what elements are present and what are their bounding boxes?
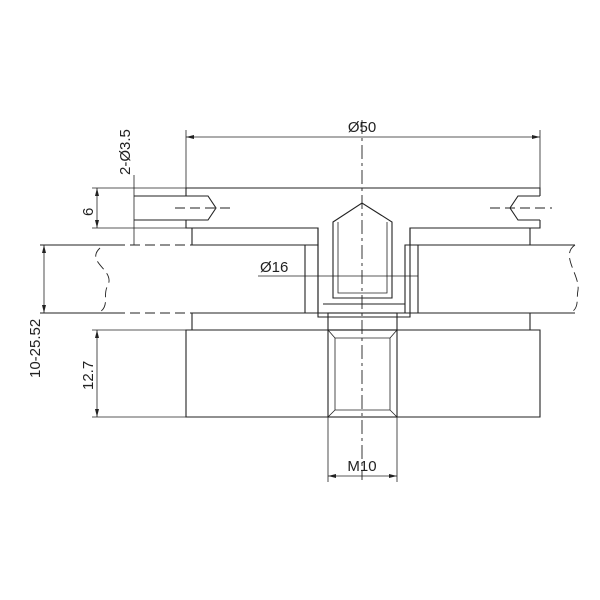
dim-glass-thickness: 10-25.52	[27, 245, 46, 378]
bottom-plate	[185, 329, 541, 418]
dim-hole-depth: 6	[80, 187, 186, 229]
svg-text:6: 6	[80, 208, 97, 216]
svg-text:M10: M10	[347, 458, 376, 475]
svg-text:Ø50: Ø50	[348, 119, 376, 136]
dim-base-height: 12.7	[80, 329, 186, 418]
svg-text:10-25.52: 10-25.52	[27, 319, 44, 378]
dim-thread: M10	[327, 417, 398, 482]
top-gasket	[191, 227, 531, 314]
svg-text:Ø16: Ø16	[260, 259, 288, 276]
bottom-gasket	[191, 312, 531, 331]
dim-bolt-diameter: Ø16	[258, 259, 418, 277]
dim-hole-spec: 2-Ø3.5	[117, 129, 135, 245]
threaded-stud	[323, 202, 405, 305]
svg-text:12.7: 12.7	[80, 361, 97, 390]
dim-outer-diameter: Ø50	[185, 119, 541, 196]
glass-panel	[40, 244, 579, 314]
svg-text:2-Ø3.5: 2-Ø3.5	[117, 129, 134, 175]
